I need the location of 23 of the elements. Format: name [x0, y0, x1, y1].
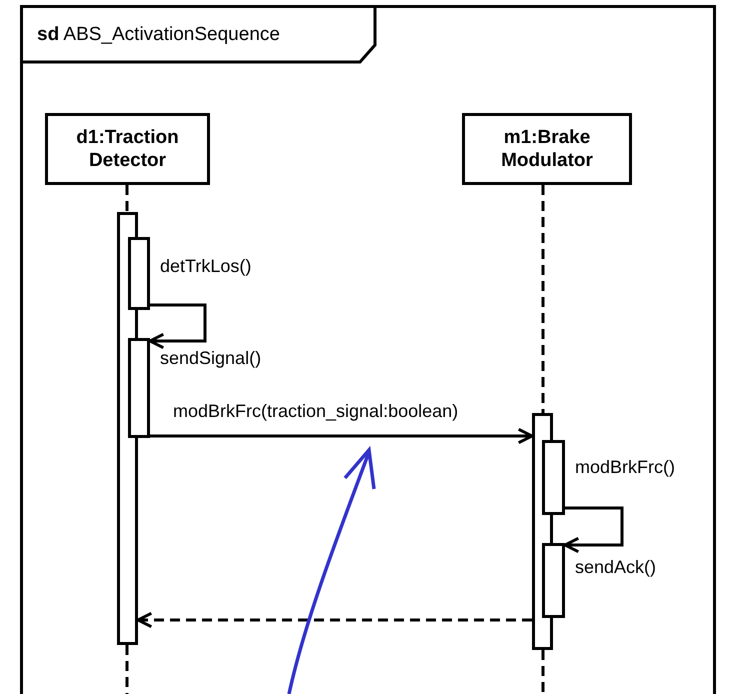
sequence-frame [20, 5, 716, 694]
edge-label: modBrkFrc(traction_signal:boolean) [172, 401, 460, 422]
message-arrow [150, 428, 534, 444]
message-arrow [148, 304, 206, 350]
activation-bar [542, 543, 565, 618]
activation-bar [128, 237, 150, 310]
lifeline-head [462, 113, 632, 185]
activation-bar [542, 440, 565, 515]
message-label: sendSignal() [160, 348, 262, 369]
return-arrow [136, 612, 532, 628]
frame-heading: sd ABS_ActivationSequence [37, 24, 280, 46]
lifeline-name: m1:Brake Modulator [500, 126, 594, 172]
message-label: detTrkLos() [160, 256, 252, 277]
lifeline [126, 645, 128, 694]
message-arrow [564, 506, 624, 554]
lifeline [542, 650, 544, 694]
lifeline-name: d1:Traction Detector [75, 126, 180, 172]
message-label: sendAck() [575, 557, 656, 578]
lifeline [126, 185, 128, 212]
activation-bar [128, 338, 150, 438]
message-label: modBrkFrc() [575, 457, 675, 478]
lifeline [542, 185, 544, 413]
lifeline-head [45, 113, 210, 185]
